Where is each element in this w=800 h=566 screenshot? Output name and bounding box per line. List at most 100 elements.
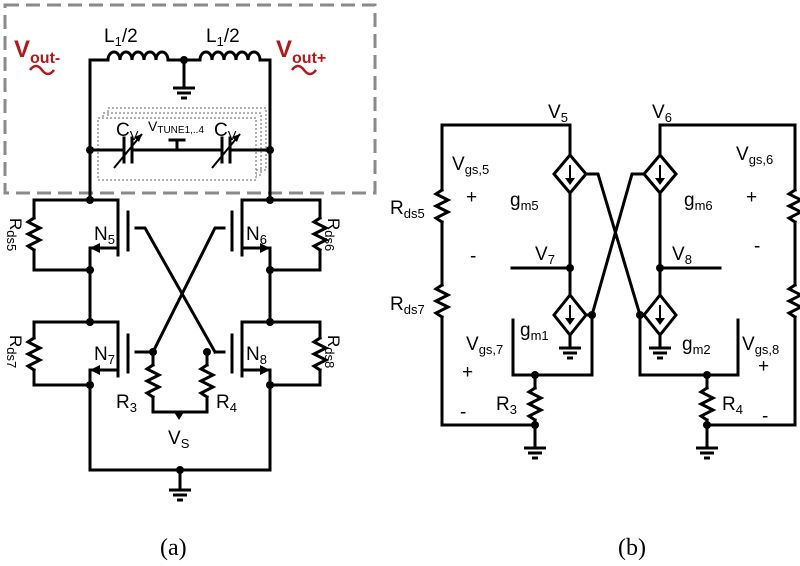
b-r4-ground-icon: [694, 438, 720, 460]
label-rds6: Rds6: [322, 218, 343, 251]
label-cv-left: CV: [116, 120, 139, 143]
caption-a: (a): [160, 535, 187, 561]
label-rds7: Rds7: [4, 335, 25, 368]
rds5-bottom-wire: [32, 248, 92, 272]
b-r3-top-node: [531, 371, 539, 379]
rds5-top-wire: [32, 198, 92, 220]
n5-arrow: [90, 243, 100, 253]
label-v6: V6: [652, 102, 672, 125]
n6-arrow: [260, 243, 270, 253]
right-bottom-loop: [705, 315, 797, 427]
b-r3-bottom-node: [531, 421, 539, 429]
label-gm6: gm6: [684, 190, 713, 213]
n8-drain: [240, 320, 272, 337]
right-inner-loop: [638, 313, 740, 377]
n7-drain-node: [86, 318, 94, 326]
vgs7-minus: -: [460, 402, 466, 423]
panel-b: V5 V6 V7 V8 Vgs,5 Vgs,6 Vgs,7 Vgs,8 Rds5…: [390, 102, 800, 561]
gm2-ground-icon: [647, 338, 673, 360]
label-vgs7: Vgs,7: [466, 334, 503, 357]
n6-drain-node: [266, 196, 274, 204]
label-vs: VS: [168, 428, 190, 451]
label-vgs5: Vgs,5: [452, 154, 489, 177]
vgs8-minus: -: [762, 406, 768, 427]
label-vgs6: Vgs,6: [736, 144, 773, 167]
cross-wire-n5-gate: [134, 226, 218, 355]
label-r3: R3: [116, 392, 137, 415]
n8-drain-node: [266, 318, 274, 326]
cross-wire-gm5: [584, 172, 646, 317]
label-n7: N7: [94, 344, 115, 367]
inductor-right: [198, 50, 262, 62]
rds5-resistor: [24, 215, 44, 253]
vout-minus-wave-icon: [29, 64, 55, 76]
label-gm1: gm1: [520, 320, 549, 343]
caption-b: (b): [618, 535, 646, 561]
n8-source: [240, 368, 272, 472]
main-ground-icon: [167, 480, 193, 502]
label-gm5: gm5: [510, 190, 539, 213]
label-rds5: Rds5: [4, 218, 25, 251]
r3-r4-bottom-wire: [151, 395, 209, 414]
label-vout-minus: Vout-: [14, 36, 60, 67]
tank-dashed-box: [3, 3, 377, 195]
label-vtune: VTUNE1,..4: [148, 118, 204, 136]
n6-drain: [240, 191, 272, 216]
vgs5-plus: +: [466, 187, 477, 208]
left-inner-loop: [511, 313, 594, 377]
b-r4-resistor: [697, 385, 717, 423]
n7-source-node: [86, 381, 94, 389]
rds6-resistor: [310, 215, 330, 253]
left-tank-wire: [88, 58, 110, 152]
left-bottom-loop: [440, 315, 537, 427]
rds7-bottom-wire: [32, 368, 92, 387]
gm6-arrow-head: [655, 178, 665, 185]
label-n6: N6: [246, 224, 267, 247]
n8-arrow: [260, 365, 270, 375]
rds7-top-wire: [32, 320, 92, 340]
varactor-right-arrowhead: [232, 134, 240, 142]
b-r3-resistor: [525, 385, 545, 423]
vs-node-arrow: [174, 412, 184, 420]
label-v8: V8: [672, 244, 692, 267]
label-vgs8: Vgs,8: [742, 334, 779, 357]
vgs6-minus: -: [754, 236, 760, 257]
gm1-arrow-head: [565, 318, 575, 325]
n5-drain-node: [86, 196, 94, 204]
r3-resistor: [143, 362, 163, 400]
n7-arrow: [90, 365, 100, 375]
label-b-rds5: Rds5: [390, 198, 425, 221]
b-rds7-resistor: [432, 282, 452, 320]
n6-source: [240, 246, 272, 272]
label-l1-left: L1/2: [104, 26, 138, 49]
label-r4: R4: [216, 392, 237, 415]
inductor-left: [106, 50, 170, 62]
v6-top-wire: [658, 123, 797, 157]
b-rds6-resistor: [785, 187, 800, 225]
n7-source: [88, 368, 120, 472]
vout-plus-wave-icon: [291, 64, 317, 76]
label-rds8: Rds8: [322, 335, 343, 368]
varactor-left-arrowhead: [134, 134, 142, 142]
panel-a: Vout- Vout+ L1/2 L1/2 CV CV VTUNE1,..4 R…: [3, 3, 377, 561]
label-b-rds7: Rds7: [390, 294, 425, 317]
cross-wire-gm6: [584, 172, 646, 317]
right-tank-wire: [258, 58, 272, 152]
rds8-bottom-wire: [268, 368, 322, 387]
gm5-arrow-head: [565, 178, 575, 185]
label-b-r4: R4: [722, 394, 743, 417]
label-v5: V5: [548, 102, 568, 125]
label-l1-right: L1/2: [206, 26, 240, 49]
vgs7-plus: +: [462, 362, 473, 383]
vgs6-plus: +: [746, 187, 757, 208]
r4-resistor: [197, 362, 217, 400]
b-r4-top-node: [703, 371, 711, 379]
cross-wire-n6-gate: [150, 226, 226, 355]
b-r3-ground-icon: [522, 438, 548, 460]
n5-source: [88, 246, 120, 272]
tank-ground-icon: [171, 78, 197, 100]
label-v7: V7: [535, 244, 555, 267]
label-vout-plus: Vout+: [276, 36, 326, 67]
label-n5: N5: [94, 224, 115, 247]
